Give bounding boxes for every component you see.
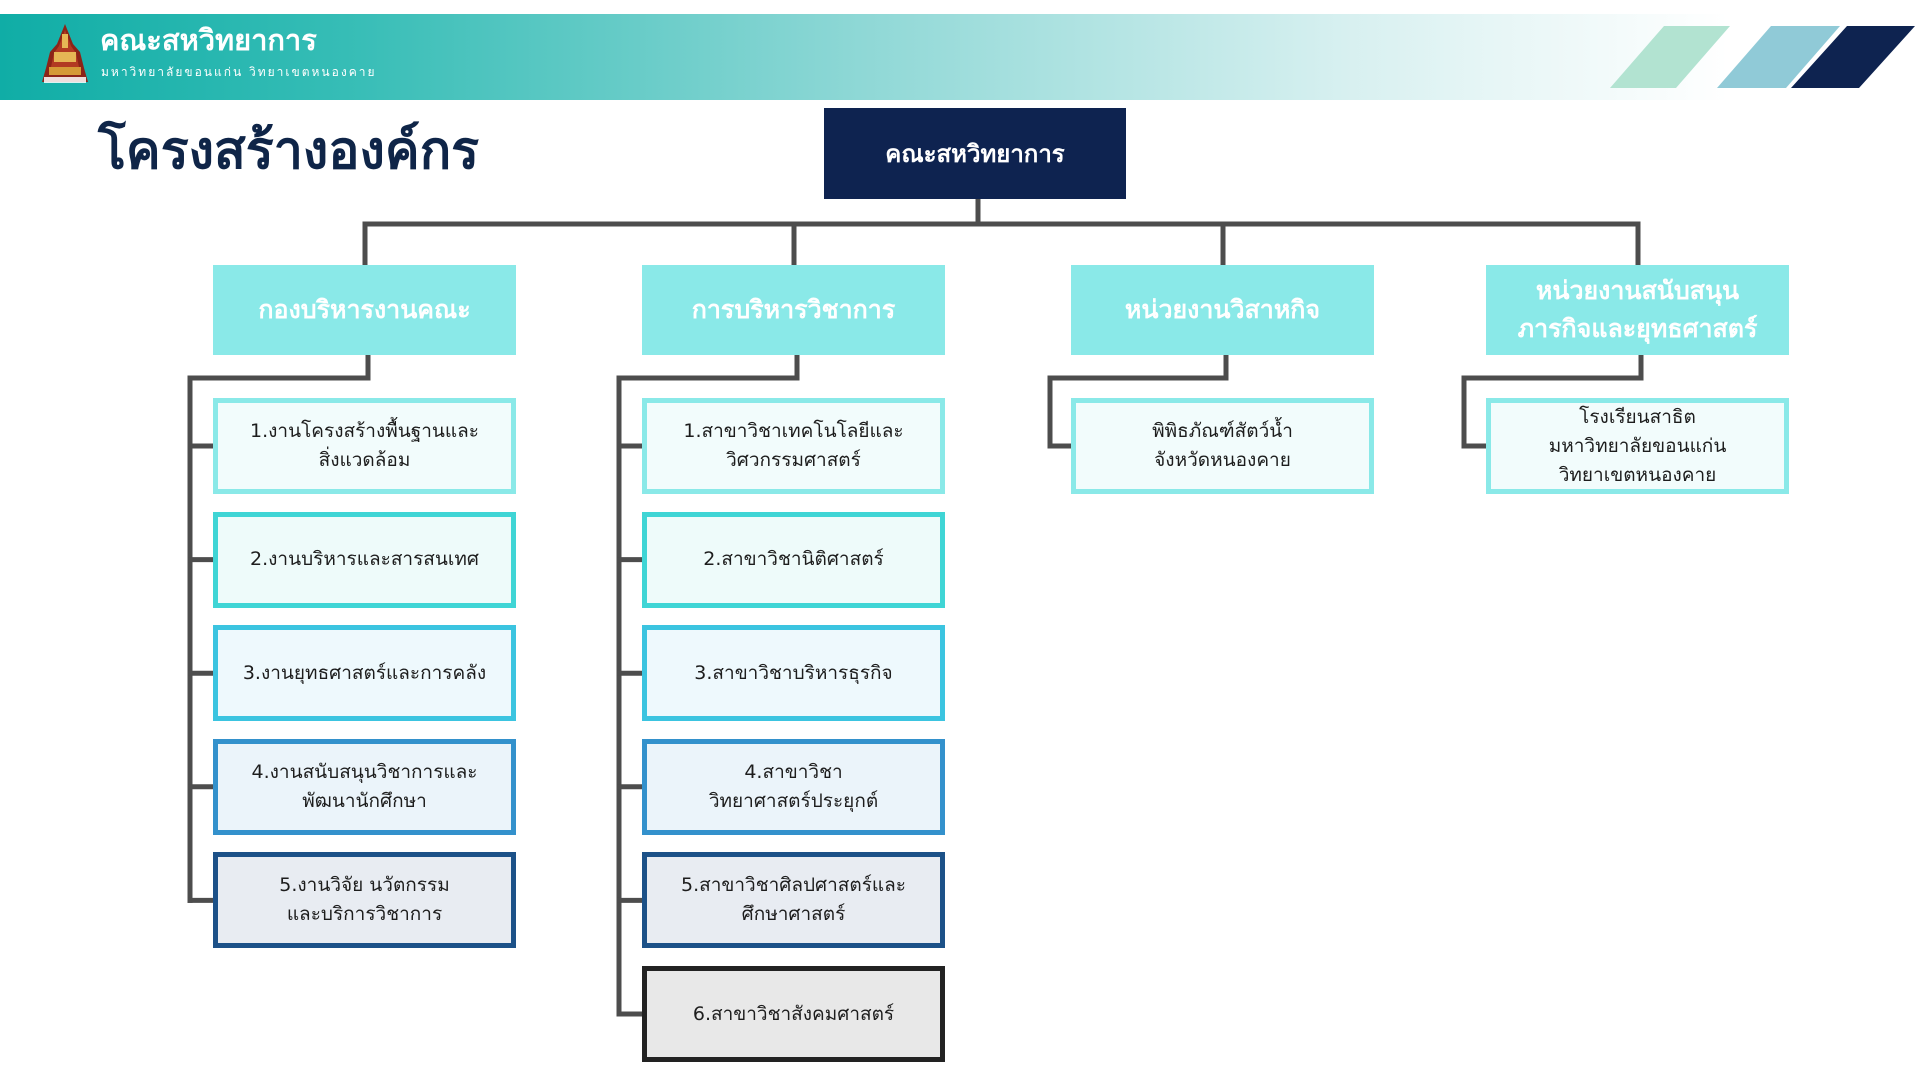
faculty-name: คณะสหวิทยาการ xyxy=(100,23,317,57)
demonstration-school-unit: โรงเรียนสาธิต มหาวิทยาลัยขอนแก่น วิทยาเข… xyxy=(1486,398,1789,494)
program-technology-engineering: 1.สาขาวิชาเทคโนโลยีและ วิศวกรรมศาสตร์ xyxy=(642,398,945,494)
admin-unit-student-affairs: 4.งานสนับสนุนวิชาการและ พัฒนานักศึกษา xyxy=(213,738,516,835)
program-applied-science: 4.สาขาวิชา วิทยาศาสตร์ประยุกต์ xyxy=(642,738,945,835)
decorative-stripes xyxy=(1610,26,1915,88)
aquarium-unit: พิพิธภัณฑ์สัตว์น้ำ จังหวัดหนองคาย xyxy=(1071,398,1374,494)
program-arts-education: 5.สาขาวิชาศิลปศาสตร์และ ศึกษาศาสตร์ xyxy=(642,852,945,949)
division-header-support: หน่วยงานสนับสนุน ภารกิจและยุทธศาสตร์ xyxy=(1486,265,1789,355)
program-social-sciences: 6.สาขาวิชาสังคมศาสตร์ xyxy=(642,966,945,1062)
admin-unit-infrastructure: 1.งานโครงสร้างพื้นฐานและ สิ่งแวดล้อม xyxy=(213,398,516,494)
header-bar xyxy=(0,14,1920,100)
division-header-administration: กองบริหารงานคณะ xyxy=(213,265,516,355)
university-name: มหาวิทยาลัยขอนแก่น วิทยาเขตหนองคาย xyxy=(101,65,377,79)
program-law: 2.สาขาวิชานิติศาสตร์ xyxy=(642,511,945,608)
program-business: 3.สาขาวิชาบริหารธุรกิจ xyxy=(642,625,945,722)
root-node: คณะสหวิทยาการ xyxy=(824,108,1126,199)
admin-unit-information: 2.งานบริหารและสารสนเทศ xyxy=(213,511,516,608)
page-title: โครงสร้างองค์กร xyxy=(98,121,480,181)
admin-unit-research: 5.งานวิจัย นวัตกรรม และบริการวิชาการ xyxy=(213,852,516,949)
division-header-academic: การบริหารวิชาการ xyxy=(642,265,945,355)
university-seal-icon xyxy=(42,24,88,83)
admin-unit-strategy-finance: 3.งานยุทธศาสตร์และการคลัง xyxy=(213,625,516,722)
division-header-enterprise: หน่วยงานวิสาหกิจ xyxy=(1071,265,1374,355)
